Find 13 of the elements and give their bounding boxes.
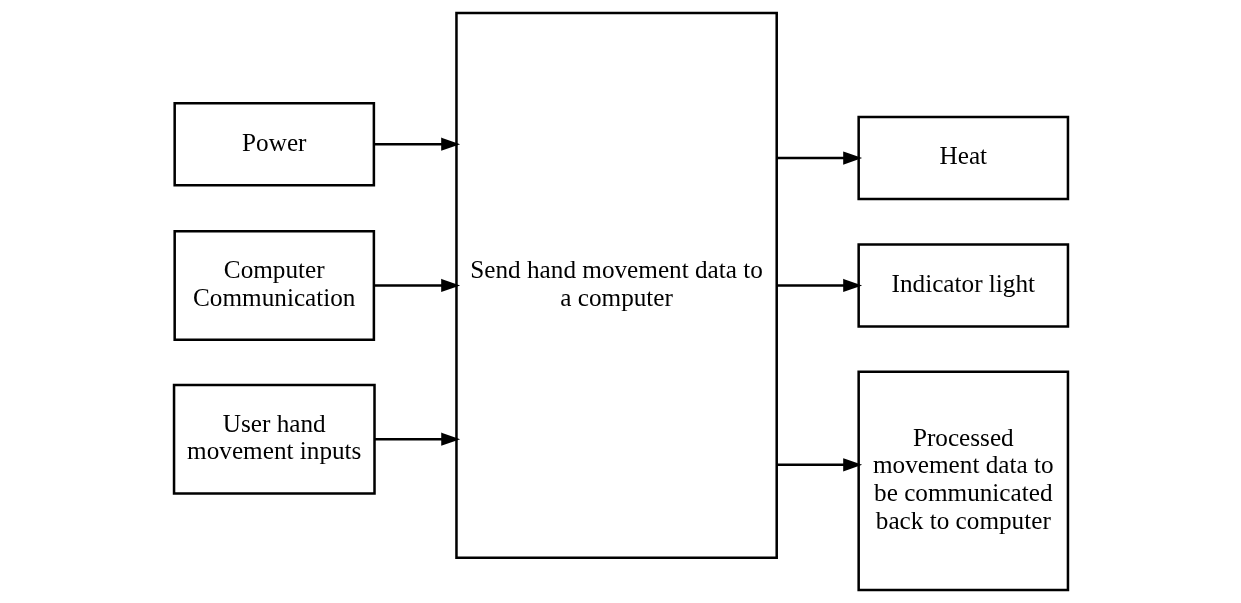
arrow <box>373 137 460 151</box>
node-box: Send hand movement data to a computer <box>454 11 778 559</box>
arrow <box>373 278 460 293</box>
node-box: Indicator light <box>856 243 1069 328</box>
arrow <box>776 278 862 293</box>
arrow <box>776 151 862 165</box>
arrow <box>374 432 460 446</box>
arrow <box>776 458 862 472</box>
node-box: Processed movement data to be communicated back to computer <box>856 370 1069 592</box>
node-box: Computer Communication <box>172 229 375 341</box>
node-box: Heat <box>856 115 1069 201</box>
node-box: User hand movement inputs <box>172 383 376 495</box>
node-box: Power <box>172 101 375 187</box>
